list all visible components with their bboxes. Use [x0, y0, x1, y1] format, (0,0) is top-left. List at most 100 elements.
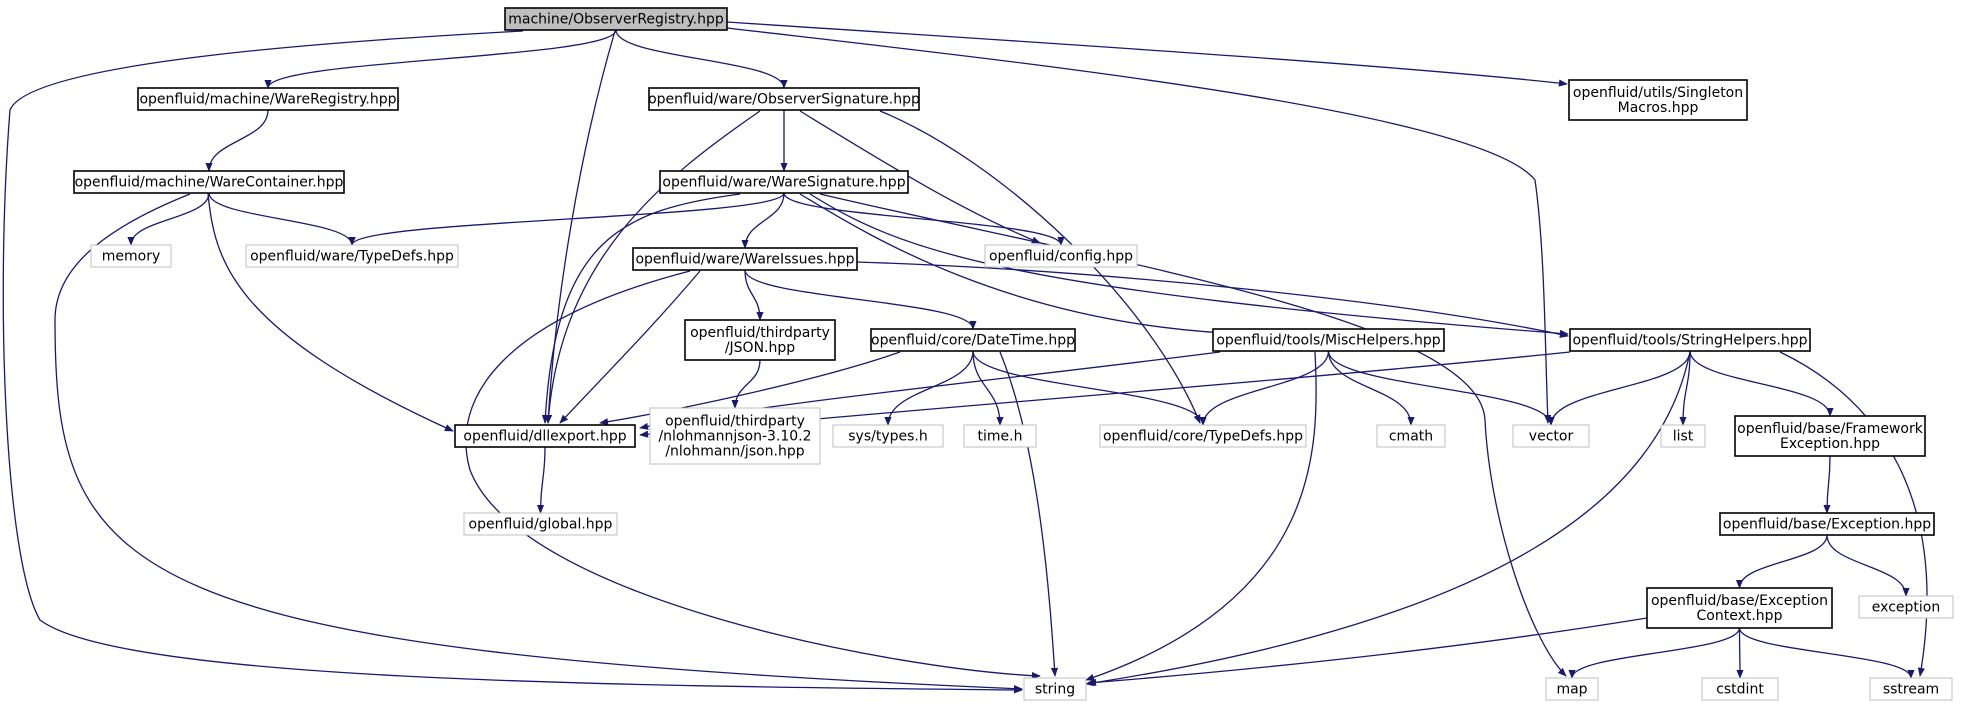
- node-box-memory: [90, 244, 172, 268]
- node-box-string: [1023, 677, 1087, 701]
- edge-stringhelpers-to-frameworkexc: [1689, 350, 1834, 417]
- node-box-cstdint: [1701, 677, 1779, 701]
- node-label-config-line-0: openfluid/config.hpp: [989, 249, 1133, 265]
- node-datetime[interactable]: openfluid/core/DateTime.hpp: [870, 328, 1076, 352]
- node-list: list: [1660, 424, 1706, 448]
- edge-root-to-string: [2, 30, 1023, 694]
- edge-wareissues-to-string: [465, 270, 1041, 680]
- node-label-exception_hpp-line-0: openfluid/base/Exception.hpp: [1723, 517, 1931, 533]
- edge-warecontainer-to-dllexport: [207, 193, 454, 432]
- node-label-waretypedefs-line-0: openfluid/ware/TypeDefs.hpp: [250, 249, 454, 265]
- edge-exception_hpp-to-exception: [1826, 534, 1910, 597]
- edge-mischelpers-to-cmath: [1327, 350, 1415, 426]
- node-box-stringhelpers: [1569, 328, 1811, 352]
- node-observersignature[interactable]: openfluid/ware/ObserverSignature.hpp: [648, 87, 920, 111]
- node-box-nlohmann: [649, 407, 821, 465]
- edge-mischelpers-to-coretypedefs: [1199, 350, 1330, 426]
- node-box-global: [463, 512, 618, 536]
- node-box-datetime: [870, 328, 1076, 352]
- node-box-mischelpers: [1212, 328, 1445, 352]
- edge-exccontext-to-sstream: [1738, 627, 1915, 679]
- edge-wareissues-to-dllexport: [559, 270, 701, 424]
- node-mischelpers[interactable]: openfluid/tools/MiscHelpers.hpp: [1212, 328, 1445, 352]
- edge-wareissues-to-stringhelpers: [856, 261, 1569, 338]
- node-dllexport[interactable]: openfluid/dllexport.hpp: [454, 424, 636, 448]
- edge-frameworkexc-to-exception_hpp: [1823, 455, 1831, 514]
- node-box-coretypedefs: [1099, 424, 1307, 448]
- node-label-exccontext-line-0: openfluid/base/Exception: [1651, 593, 1828, 609]
- node-box-json: [684, 319, 836, 361]
- node-label-nlohmann-line-2: /nlohmann/json.hpp: [665, 444, 804, 460]
- nodes: machine/ObserverRegistry.hpp openfluid/ma…: [73, 7, 1954, 701]
- node-box-list: [1660, 424, 1706, 448]
- edge-warecontainer-to-memory: [127, 192, 210, 246]
- edge-datetime-to-string: [999, 351, 1059, 677]
- node-label-string-line-0: string: [1035, 682, 1075, 698]
- node-stringhelpers[interactable]: openfluid/tools/StringHelpers.hpp: [1569, 328, 1811, 352]
- node-box-wareissues: [632, 247, 858, 271]
- node-wareissues[interactable]: openfluid/ware/WareIssues.hpp: [632, 247, 858, 271]
- edge-warecontainer-to-waretypedefs: [208, 192, 356, 246]
- edge-exccontext-to-map: [1568, 627, 1741, 679]
- edge-observersignature-to-config: [799, 110, 1041, 244]
- edge-exception_hpp-to-exccontext: [1735, 534, 1828, 589]
- node-json[interactable]: openfluid/thirdparty/JSON.hpp: [684, 319, 836, 361]
- node-label-datetime-line-0: openfluid/core/DateTime.hpp: [871, 333, 1075, 349]
- node-wareregistry[interactable]: openfluid/machine/WareRegistry.hpp: [137, 87, 399, 111]
- node-box-frameworkexc: [1734, 415, 1926, 457]
- edge-root-to-observersignature: [615, 29, 788, 89]
- node-warecontainer[interactable]: openfluid/machine/WareContainer.hpp: [73, 170, 345, 194]
- node-exception_hpp[interactable]: openfluid/base/Exception.hpp: [1719, 512, 1935, 536]
- node-box-root: [504, 7, 728, 31]
- node-box-observersignature: [648, 87, 920, 111]
- edge-datetime-to-coretypedefs: [972, 350, 1207, 426]
- node-sstream: sstream: [1869, 677, 1953, 701]
- node-root[interactable]: machine/ObserverRegistry.hpp: [504, 7, 728, 31]
- edge-root-to-singleton: [726, 21, 1568, 87]
- node-box-exccontext: [1646, 587, 1833, 629]
- node-label-exccontext-line-1: Context.hpp: [1697, 608, 1783, 624]
- node-label-waresignature-line-0: openfluid/ware/WareSignature.hpp: [662, 175, 905, 191]
- edge-datetime-to-systypes: [884, 350, 974, 426]
- node-label-json-line-1: /JSON.hpp: [725, 340, 795, 356]
- edge-warecontainer-to-string: [54, 193, 1023, 693]
- node-cstdint: cstdint: [1701, 677, 1779, 701]
- node-label-memory-line-0: memory: [102, 249, 161, 265]
- edge-waresignature-to-stringhelpers: [809, 193, 1569, 337]
- node-waretypedefs: openfluid/ware/TypeDefs.hpp: [245, 244, 459, 268]
- node-label-global-line-0: openfluid/global.hpp: [469, 517, 613, 533]
- node-label-exception-line-0: exception: [1872, 600, 1940, 616]
- edge-mischelpers-to-vector: [1327, 350, 1555, 426]
- edge-wareissues-to-json: [744, 269, 764, 321]
- node-label-mischelpers-line-0: openfluid/tools/MiscHelpers.hpp: [1216, 333, 1440, 349]
- node-box-dllexport: [454, 424, 636, 448]
- edge-waresignature-to-waretypedefs: [348, 192, 785, 246]
- edge-wareissues-to-datetime: [744, 269, 977, 330]
- node-string: string: [1023, 677, 1087, 701]
- edge-root-to-dllexport: [544, 30, 616, 424]
- node-label-warecontainer-line-0: openfluid/machine/WareContainer.hpp: [75, 175, 344, 191]
- edge-waresignature-to-config: [783, 192, 1065, 246]
- node-box-cmath: [1376, 424, 1446, 448]
- node-label-singleton-line-0: openfluid/utils/Singleton: [1573, 85, 1743, 101]
- node-map: map: [1545, 677, 1599, 701]
- node-box-systypes: [832, 424, 944, 448]
- node-label-nlohmann-line-0: openfluid/thirdparty: [665, 414, 805, 430]
- node-memory: memory: [90, 244, 172, 268]
- node-label-cmath-line-0: cmath: [1389, 429, 1433, 445]
- node-box-exception: [1858, 595, 1954, 619]
- node-timeh: time.h: [963, 424, 1037, 448]
- node-box-map: [1545, 677, 1599, 701]
- node-label-wareissues-line-0: openfluid/ware/WareIssues.hpp: [635, 252, 854, 268]
- node-label-systypes-line-0: sys/types.h: [848, 429, 927, 445]
- edge-json-to-nlohmann: [731, 359, 761, 409]
- node-waresignature[interactable]: openfluid/ware/WareSignature.hpp: [659, 170, 909, 194]
- node-label-dllexport-line-0: openfluid/dllexport.hpp: [463, 429, 626, 445]
- edge-datetime-to-dllexport: [599, 351, 901, 426]
- edge-root-to-vector: [726, 27, 1552, 424]
- node-nlohmann: openfluid/thirdparty/nlohmannjson-3.10.2…: [649, 407, 821, 465]
